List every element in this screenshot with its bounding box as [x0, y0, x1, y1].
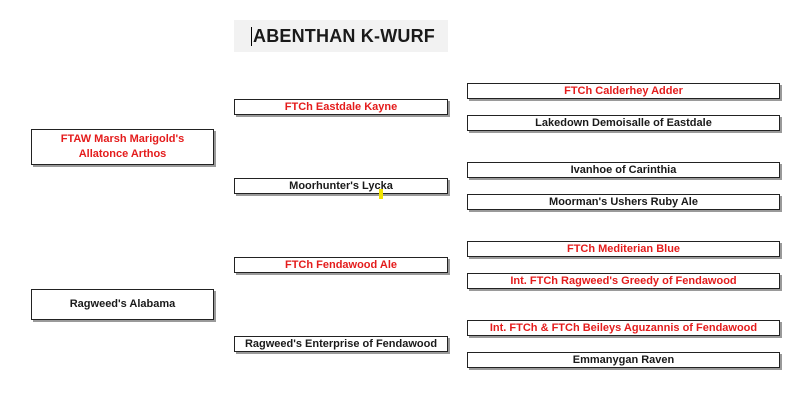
ss-dam-box[interactable]: Lakedown Demoisalle of Eastdale [467, 115, 780, 131]
page-title[interactable]: ABENTHAN K-WURF [251, 25, 435, 46]
ss-sire-box[interactable]: FTCh Calderhey Adder [467, 83, 780, 99]
sire-dam-name: Moorhunter's Lycka [289, 179, 393, 192]
sire-box[interactable]: FTAW Marsh Marigold's Allatonce Arthos [31, 129, 214, 165]
sd-sire-box[interactable]: Ivanhoe of Carinthia [467, 162, 780, 178]
mouse-cursor-icon [379, 189, 383, 199]
dam-sire-name: FTCh Fendawood Ale [284, 258, 398, 271]
dd-sire-box[interactable]: Int. FTCh & FTCh Beileys Aguzannis of Fe… [467, 320, 780, 336]
sire-sire-name: FTCh Eastdale Kayne [284, 100, 398, 113]
sd-dam-name: Moorman's Ushers Ruby Ale [549, 195, 698, 208]
ds-sire-name: FTCh Mediterian Blue [566, 242, 681, 255]
dam-dam-box[interactable]: Ragweed's Enterprise of Fendawood [234, 336, 448, 352]
ds-sire-box[interactable]: FTCh Mediterian Blue [467, 241, 780, 257]
ds-dam-box[interactable]: Int. FTCh Ragweed's Greedy of Fendawood [467, 273, 780, 289]
dd-dam-box[interactable]: Emmanygan Raven [467, 352, 780, 368]
sire-dam-box[interactable]: Moorhunter's Lycka [234, 178, 448, 194]
dam-box[interactable]: Ragweed's Alabama [31, 289, 214, 320]
dam-name: Ragweed's Alabama [69, 298, 176, 310]
ds-dam-name: Int. FTCh Ragweed's Greedy of Fendawood [510, 274, 737, 287]
dd-dam-name: Emmanygan Raven [572, 353, 675, 366]
ss-sire-name: FTCh Calderhey Adder [564, 84, 683, 97]
sire-name: FTAW Marsh Marigold's Allatonce Arthos [60, 133, 185, 160]
sire-sire-box[interactable]: FTCh Eastdale Kayne [234, 99, 448, 115]
dam-dam-name: Ragweed's Enterprise of Fendawood [244, 337, 438, 350]
sd-dam-box[interactable]: Moorman's Ushers Ruby Ale [467, 194, 780, 210]
ss-dam-name: Lakedown Demoisalle of Eastdale [535, 116, 712, 129]
title-box: ABENTHAN K-WURF [234, 20, 448, 52]
dam-sire-box[interactable]: FTCh Fendawood Ale [234, 257, 448, 273]
dd-sire-name: Int. FTCh & FTCh Beileys Aguzannis of Fe… [489, 321, 758, 334]
sd-sire-name: Ivanhoe of Carinthia [570, 163, 677, 176]
